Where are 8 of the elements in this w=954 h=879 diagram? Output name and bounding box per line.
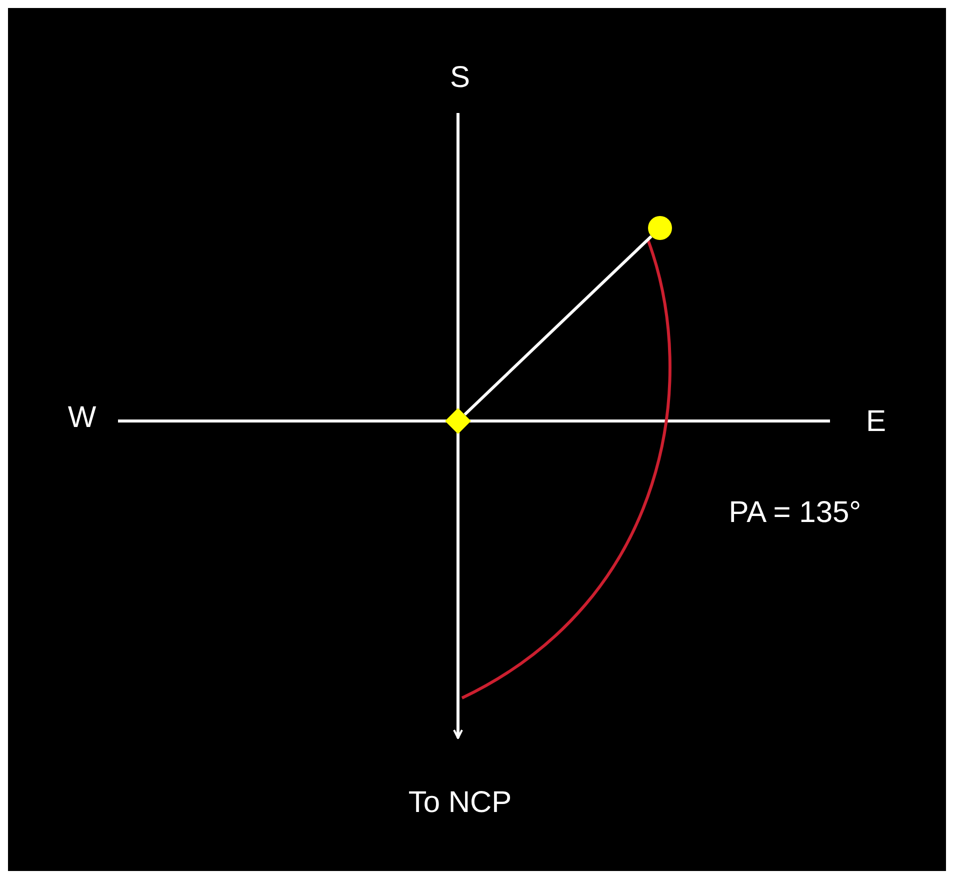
circle-marker [648,216,672,240]
angle-label: PA = 135° [728,498,862,528]
connector-line [464,235,652,416]
compass-label: E [866,407,886,437]
compass-label: S [450,63,470,93]
direction-label: To NCP [408,788,512,818]
compass-label: W [68,403,96,433]
diamond-marker [445,408,471,434]
